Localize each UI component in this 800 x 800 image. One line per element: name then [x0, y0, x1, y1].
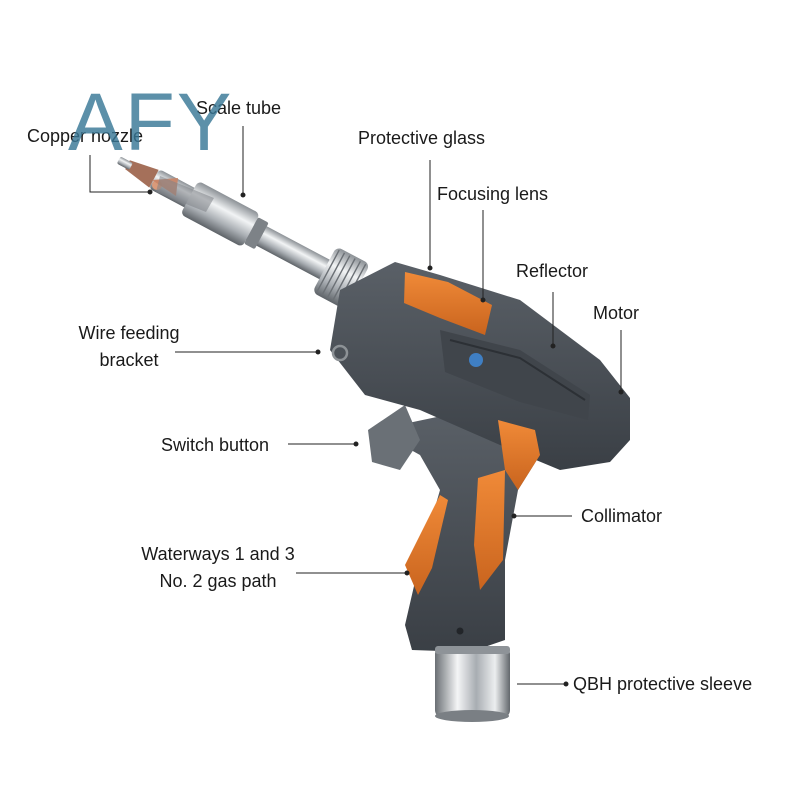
top-orange-strip	[404, 272, 492, 335]
label-waterways-line1: Waterways 1 and 3	[141, 544, 295, 564]
handle-orange-grip-back	[405, 495, 448, 595]
trigger-shape	[368, 405, 420, 470]
gun-body	[330, 262, 630, 652]
label-collimator: Collimator	[581, 506, 663, 526]
label-wire-feeding-bracket: Wire feeding bracket	[70, 320, 188, 374]
qbh-sleeve-shape	[435, 646, 510, 718]
label-wire-feeding-line2: bracket	[99, 350, 159, 370]
label-protective-glass: Protective glass	[358, 128, 486, 148]
afy-watermark: AFY	[68, 77, 234, 168]
label-qbh-sleeve: QBH protective sleeve	[573, 674, 753, 694]
handle-orange-grip-front	[474, 470, 505, 590]
label-focusing-lens: Focusing lens	[437, 184, 549, 204]
qbh-sleeve	[435, 646, 510, 722]
wire-bracket-ring	[331, 344, 349, 362]
label-wire-feeding-line1: Wire feeding	[78, 323, 180, 343]
label-waterways-line2: No. 2 gas path	[159, 571, 277, 591]
brand-logo-mark	[469, 353, 483, 367]
label-switch-button: Switch button	[161, 435, 270, 455]
label-copper-nozzle: Copper nozzle	[27, 126, 144, 146]
label-motor: Motor	[593, 303, 640, 323]
label-waterways: Waterways 1 and 3 No. 2 gas path	[131, 541, 305, 595]
label-scale-tube: Scale tube	[196, 98, 282, 118]
label-reflector: Reflector	[516, 261, 589, 281]
leader-copper-nozzle	[89, 155, 150, 193]
leader-lines	[89, 126, 624, 687]
